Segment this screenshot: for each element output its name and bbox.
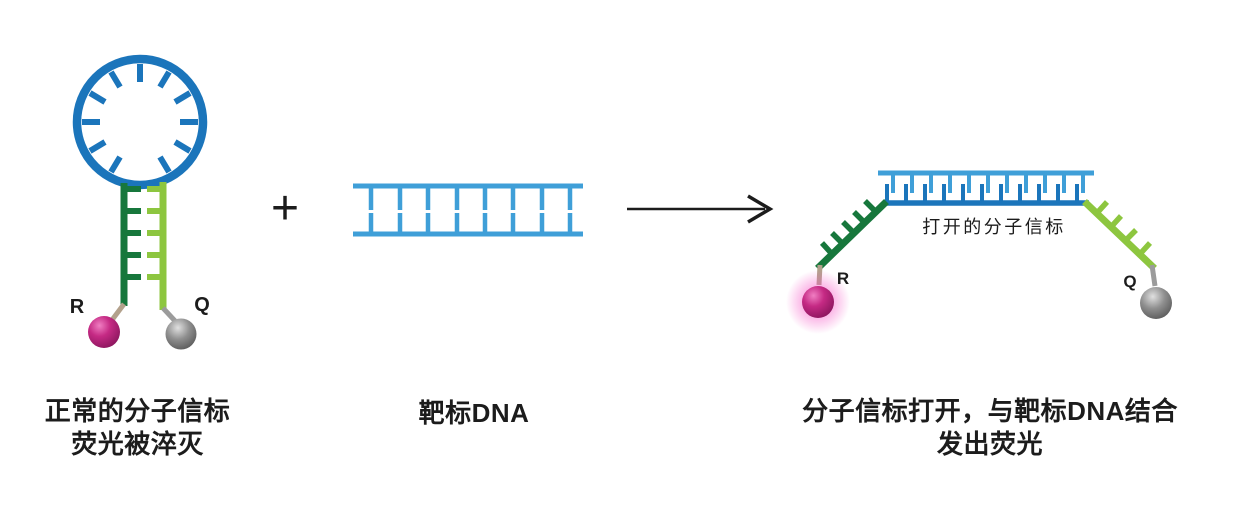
caption-open-beacon-line1: 分子信标打开，与靶标DNA结合 <box>802 396 1178 426</box>
reaction-arrow-icon <box>627 194 774 224</box>
stem-basepairs-right <box>147 186 163 280</box>
beacon-arm-left <box>815 199 889 271</box>
open-molecular-beacon: R Q 打开的分子信标 <box>786 170 1172 334</box>
caption-target-dna: 靶标DNA <box>374 397 574 430</box>
fluorophore-ball <box>88 316 120 348</box>
beacon-loop <box>72 54 208 190</box>
target-basepairs-bottom <box>885 184 1079 201</box>
quencher-label: Q <box>1123 272 1136 291</box>
dna-basepairs-bottom <box>368 213 573 232</box>
target-basepairs-top <box>891 175 1085 193</box>
fluorophore-ball <box>802 286 834 318</box>
beacon-arm-right <box>1082 199 1157 271</box>
beacon-loop-ticks <box>82 64 198 174</box>
closed-molecular-beacon: R Q <box>70 54 210 350</box>
caption-closed-beacon-line2: 荧光被淬灭 <box>71 429 204 459</box>
caption-open-beacon-line2: 发出荧光 <box>936 429 1043 459</box>
quencher-linker <box>1149 264 1158 287</box>
fluorophore-linker <box>110 302 126 322</box>
quencher-label: Q <box>194 294 210 316</box>
beacon-arm-right-ticks <box>1094 200 1153 256</box>
target-dna <box>353 183 583 237</box>
fluorophore-label: R <box>70 296 85 318</box>
dna-basepairs-top <box>368 188 573 210</box>
quencher-linker <box>161 306 178 324</box>
quencher-ball <box>1140 287 1172 319</box>
caption-closed-beacon-line1: 正常的分子信标 <box>44 396 231 426</box>
caption-target-dna-text: 靶标DNA <box>418 398 530 428</box>
caption-closed-beacon: 正常的分子信标 荧光被淬灭 <box>0 395 275 461</box>
arrow-head <box>747 194 774 224</box>
caption-open-beacon: 分子信标打开，与靶标DNA结合 发出荧光 <box>788 395 1192 461</box>
fluorophore-label: R <box>837 269 849 288</box>
stem-basepairs-left <box>124 186 141 280</box>
open-beacon-inner-label: 打开的分子信标 <box>922 217 1066 237</box>
beacon-arm-left-ticks <box>819 199 878 256</box>
plus-operator: + <box>271 182 299 235</box>
quencher-ball <box>165 318 197 350</box>
